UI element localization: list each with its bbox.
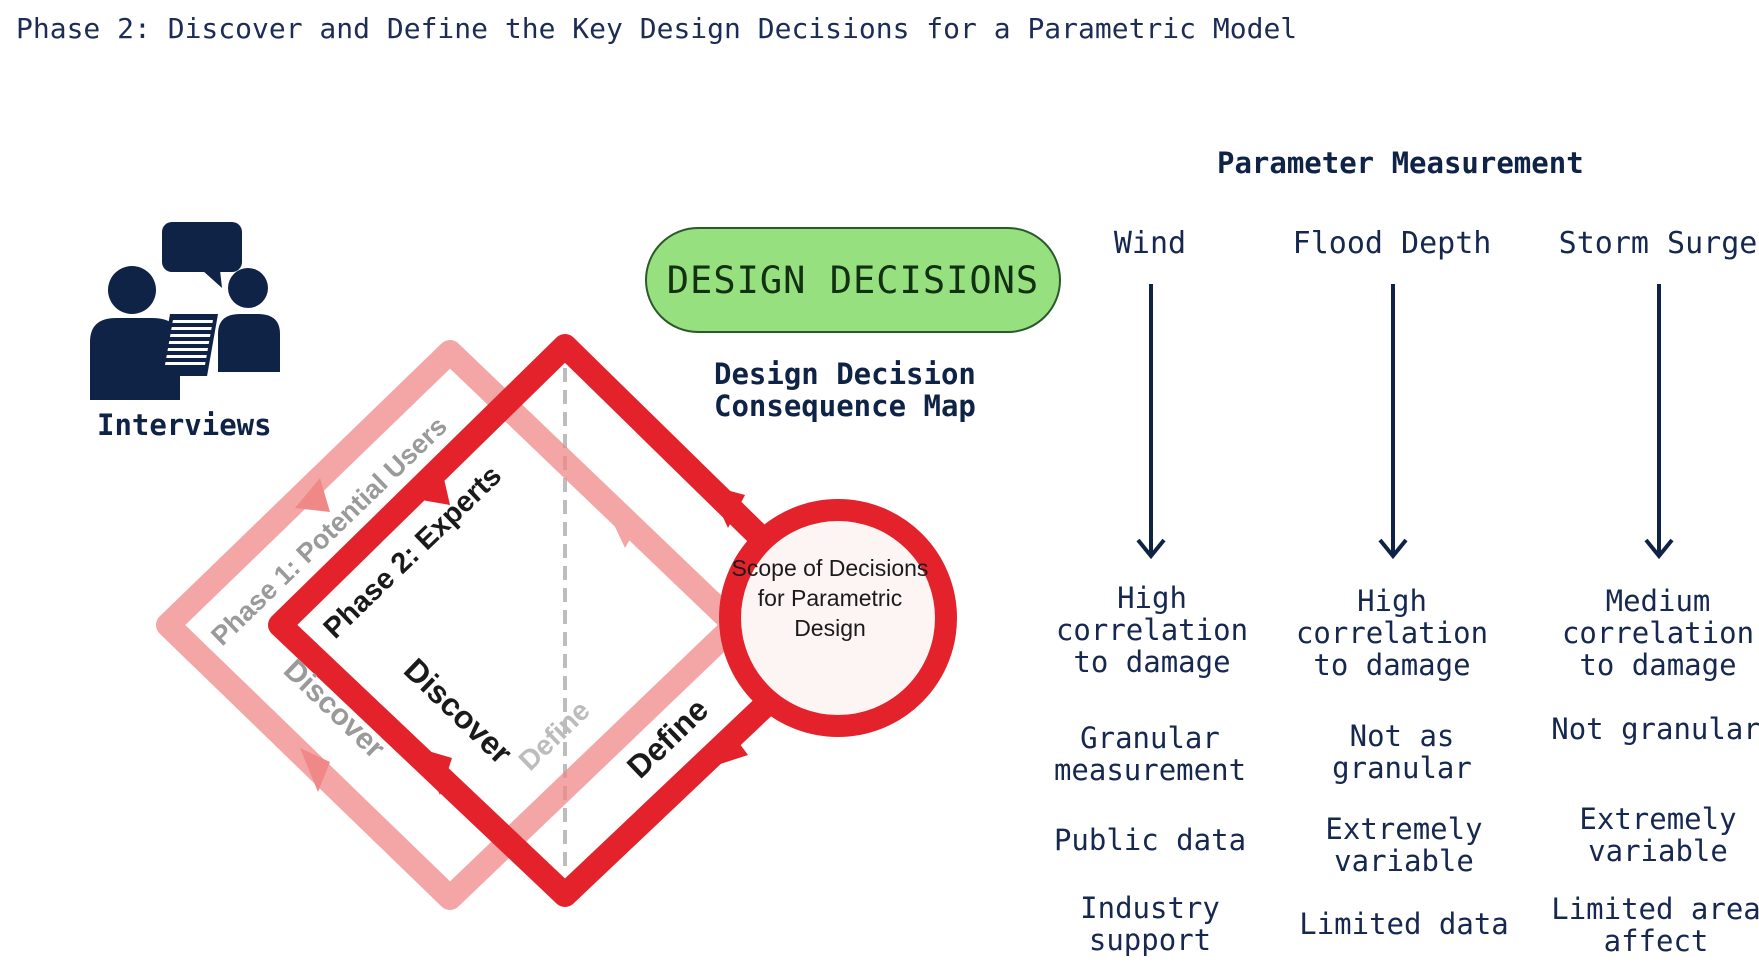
page-title: Phase 2: Discover and Define the Key Des…: [16, 12, 1298, 45]
interview-people-icon: [90, 222, 280, 400]
column-header-flood-depth: Flood Depth: [1292, 226, 1492, 261]
wind-correlation: High correlation to damage: [1055, 581, 1249, 679]
wind-arrow: [1136, 284, 1166, 560]
phase2-arrow-up-right: [708, 728, 748, 768]
parameter-measurement-title: Parameter Measurement: [1217, 146, 1584, 180]
phase1-arrow-right: [608, 512, 640, 548]
interviews-label: Interviews: [97, 408, 272, 442]
wind-data: Public data: [1053, 823, 1247, 857]
flood-depth-variability: Extremely variable: [1325, 812, 1483, 878]
column-header-storm-surge: Storm Surge: [1558, 226, 1758, 261]
flood-depth-correlation: High correlation to damage: [1295, 584, 1489, 682]
scope-circle: [719, 499, 957, 737]
phase2-arrow-right: [708, 485, 745, 528]
wind-granularity: Granular measurement: [1053, 721, 1247, 787]
design-decisions-pill: DESIGN DECISIONS: [645, 227, 1061, 333]
phase1-arrow-down: [300, 748, 330, 792]
storm-surge-arrow: [1644, 284, 1674, 560]
column-header-wind: Wind: [1113, 226, 1187, 261]
storm-surge-granularity: Not granular: [1551, 712, 1759, 746]
consequence-map-label: Design Decision Consequence Map: [714, 358, 976, 422]
storm-surge-correlation: Medium correlation to damage: [1561, 584, 1755, 682]
storm-surge-variability: Extremely variable: [1579, 802, 1737, 868]
flood-depth-data: Limited data: [1299, 907, 1509, 941]
flood-depth-arrow: [1378, 284, 1408, 560]
scope-text: Scope of Decisions for Parametric Design: [731, 555, 929, 641]
phase2-arrow-down: [418, 748, 452, 795]
storm-surge-area: Limited area affect: [1551, 892, 1759, 958]
wind-support: Industry support: [1080, 891, 1220, 957]
phase2-arrow-up: [410, 470, 450, 505]
flood-depth-granularity: Not as granular: [1332, 719, 1472, 785]
double-diamond-diagram: Phase 1: Potential Users Phase 2: Expert…: [156, 334, 957, 910]
consequence-map-line1: Design Decision: [714, 357, 976, 391]
consequence-map-line2: Consequence Map: [714, 389, 976, 423]
phase1-arrow-up: [295, 478, 330, 512]
